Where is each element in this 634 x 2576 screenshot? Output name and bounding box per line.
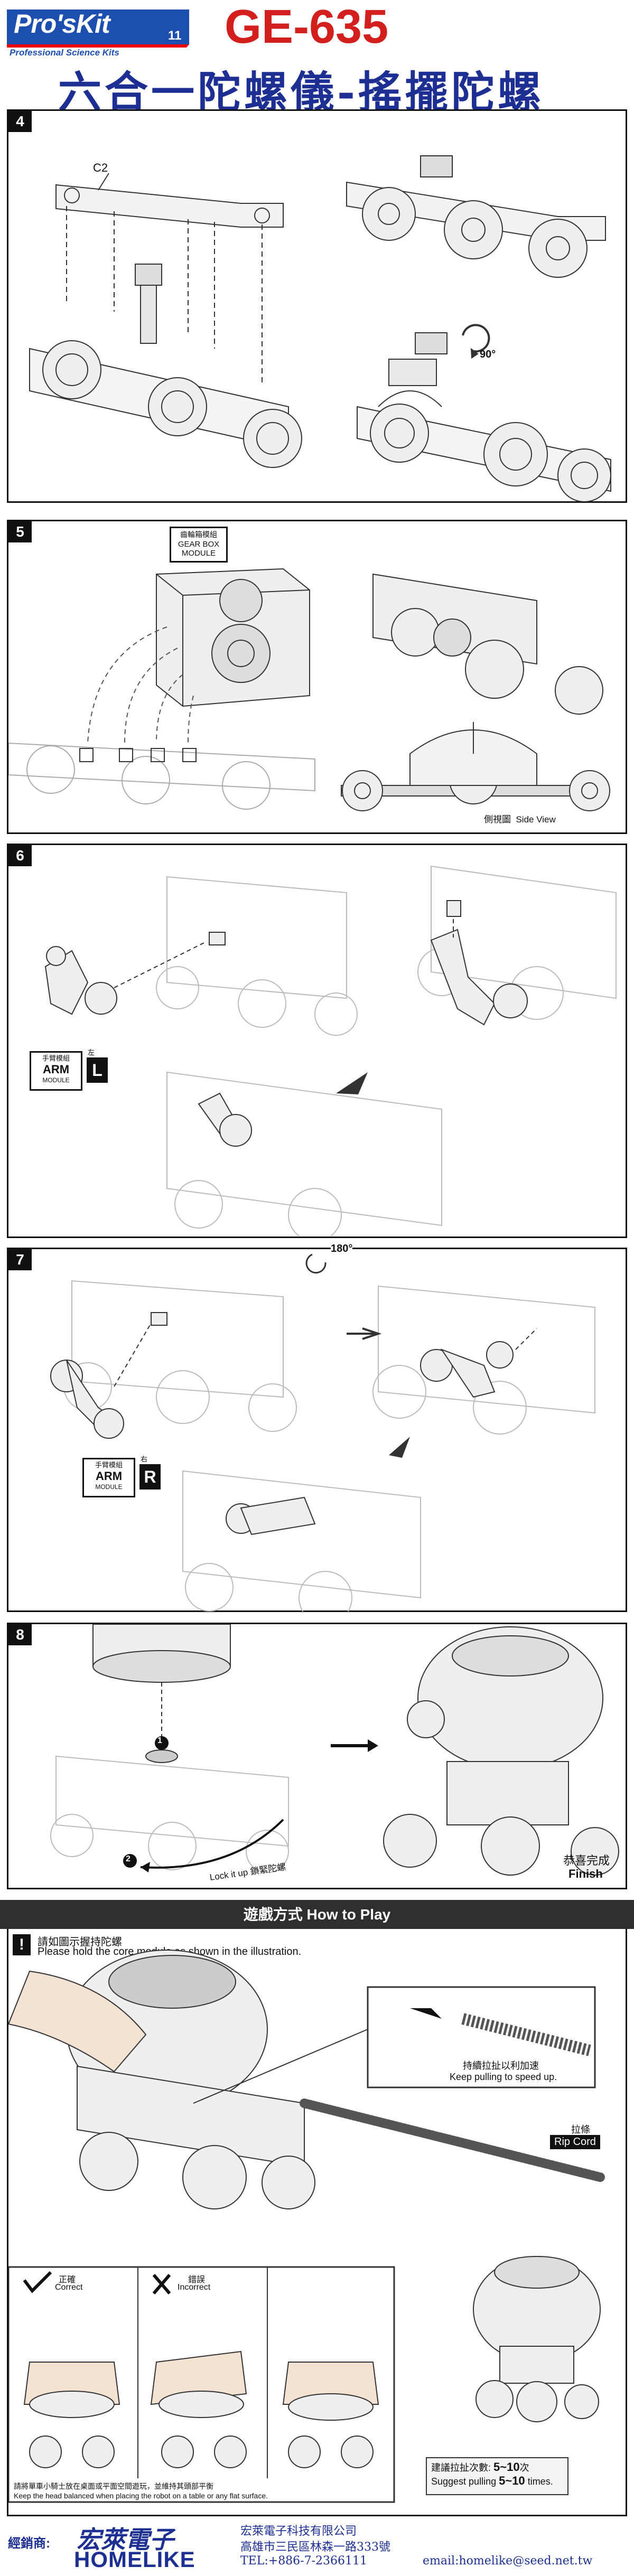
gearbox-module-en2: MODULE (181, 549, 216, 558)
side-view-cn: 側視圖 (484, 814, 511, 825)
gearbox-module-cn: 齒輪箱模組 (180, 530, 217, 539)
step-5-number: 5 (8, 521, 32, 542)
suggest-en-value: 5~10 (499, 2474, 525, 2487)
step-5-panel: 5 齒輪箱模組 GEAR BOX MODULE (7, 520, 627, 834)
arm-module-cn: 手臂模組 (42, 1054, 70, 1062)
company-address: 高雄市三民區林森一路333號 (240, 2541, 390, 2554)
distributor-label: 經銷商: (8, 2536, 50, 2551)
step-6-panel: 6 手臂模組 ARM MODULE 左 L (7, 844, 627, 1238)
suggest-en-line: Suggest pulling 5~10 times. (431, 2474, 563, 2488)
left-side-badge: L (87, 1057, 108, 1083)
finish-label-cn: 恭喜完成 (563, 1854, 610, 1867)
company-name: 宏萊電子科技有限公司 (240, 2525, 357, 2538)
brand-name: Pro'sKit (14, 9, 110, 39)
keep-pulling-cn: 持續拉扯以利加速 (463, 2060, 539, 2071)
step-4-number: 4 (8, 111, 32, 132)
balance-note-cn: 請將單車小騎士放在桌面或平面空間遊玩，並維持其頭部平衡 (14, 2482, 213, 2490)
correct-cn: 正確 (59, 2275, 76, 2284)
suggest-cn: 建議拉扯次數: (431, 2462, 491, 2473)
step-6-illustration (44, 865, 617, 1236)
step-7-number: 7 (8, 1249, 32, 1270)
step-marker-1: 1 (157, 1736, 162, 1745)
step-6-number: 6 (8, 845, 32, 866)
incorrect-en: Incorrect (178, 2283, 211, 2292)
right-side-cn: 右 (141, 1455, 148, 1463)
warning-icon: ! (13, 1934, 31, 1955)
step-7-illustration (50, 1253, 595, 1612)
how-to-play-bar: 遊戲方式 How to Play (0, 1900, 634, 1929)
step-8-illustration (50, 1624, 619, 1876)
rotate-180-label: 180° (331, 1243, 353, 1255)
arm-module-en1: ARM (42, 1063, 70, 1076)
brand-number: 11 (168, 29, 182, 43)
suggest-en: Suggest pulling (431, 2476, 497, 2487)
how-to-play-heading: 遊戲方式 How to Play (243, 1906, 391, 1923)
step-7-panel: 7 180° 手臂模組 ARM MODULE 右 R (7, 1243, 627, 1612)
correct-en: Correct (55, 2283, 83, 2292)
right-side-badge: R (139, 1464, 161, 1490)
suggest-en-unit: times. (527, 2476, 553, 2487)
homelike-logo-en: HOMELIKE (74, 2547, 195, 2572)
keep-pulling-en: Keep pulling to speed up. (450, 2072, 557, 2082)
arm-module-right-en1: ARM (95, 1469, 123, 1483)
instruction-cn: 請如圖示握持陀螺 (38, 1936, 122, 1948)
finish-label-en: Finish (568, 1867, 603, 1880)
suggest-cn-unit: 次 (519, 2462, 529, 2473)
step-8-panel: 8 1 2 Lock it up 鎖緊陀螺 恭喜完成 Finish (7, 1623, 627, 1889)
how-to-play-panel: ! 請如圖示握持陀螺 Please hold the core module a… (7, 1929, 627, 2516)
company-email: email:homelike@seed.net.tw (423, 2554, 593, 2568)
rotate-90-label: 90° (480, 349, 496, 360)
part-label-c2: C2 (93, 161, 108, 174)
gearbox-module-tag: 齒輪箱模組 GEAR BOX MODULE (170, 527, 228, 563)
rip-cord-label: Rip Cord (550, 2135, 600, 2149)
brand-tagline: Professional Science Kits (10, 48, 119, 58)
gearbox-module-en1: GEAR BOX (178, 540, 220, 549)
step-8-number: 8 (8, 1624, 32, 1645)
suggest-cn-line: 建議拉扯次數: 5~10次 (431, 2460, 563, 2474)
company-phone: TEL:+886-7-2366111 (240, 2554, 368, 2568)
side-view-en: Side View (516, 814, 556, 825)
brand-logo: Pro'sKit 11 Professional Science Kits (4, 3, 216, 58)
step-4-illustration (29, 155, 611, 502)
incorrect-cn: 錯誤 (188, 2275, 206, 2284)
arm-module-right-cn: 手臂模組 (95, 1461, 123, 1469)
step-marker-2: 2 (126, 1854, 130, 1863)
step-4-panel: 4 C2 (7, 109, 627, 503)
arm-module-left-tag: 手臂模組 ARM MODULE (30, 1051, 82, 1091)
arm-module-right-tag: 手臂模組 ARM MODULE (82, 1458, 135, 1497)
arm-module-right-en2: MODULE (95, 1483, 123, 1491)
left-side-cn: 左 (88, 1048, 95, 1056)
arm-module-en2: MODULE (42, 1076, 70, 1084)
how-to-play-illustration (8, 1950, 605, 2503)
balance-note-en: Keep the head balanced when placing the … (14, 2491, 268, 2500)
suggest-pulling-box: 建議拉扯次數: 5~10次 Suggest pulling 5~10 times… (426, 2457, 568, 2495)
suggest-cn-value: 5~10 (493, 2460, 520, 2474)
model-number: GE-635 (225, 1, 389, 53)
rip-cord-cn: 拉條 (571, 2124, 590, 2135)
homelike-logo-cn: 宏萊電子 (77, 2526, 174, 2553)
step-5-illustration (8, 568, 610, 811)
side-view-label: 側視圖 Side View (484, 812, 556, 825)
